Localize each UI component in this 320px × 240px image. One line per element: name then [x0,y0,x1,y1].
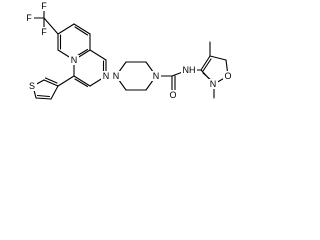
piperazine-n4-label: N [151,71,161,81]
svg-text:S: S [29,81,35,91]
svg-text:N: N [113,71,120,81]
svg-text:N: N [103,71,110,81]
svg-text:N: N [210,79,217,89]
fluorine-bottom-label: F [39,27,49,37]
fluorine-left-label: F [24,13,34,23]
piperazine-n1-label: N [111,71,121,81]
svg-text:O: O [224,71,231,81]
chemical-structure: F F F N N S N N [24,1,233,100]
naphthyridine-n1-label: N [69,55,79,65]
svg-text:N: N [71,55,78,65]
thiophene-sulfur-label: S [27,81,37,91]
atom-labels: F F F N N S N N [24,1,233,100]
fluorine-top-label: F [39,1,49,11]
isoxazole-nitrogen-label: N [208,79,218,89]
svg-text:F: F [41,1,47,11]
bonds [32,9,229,100]
amide-nh-label: NH [181,65,197,75]
svg-text:NH: NH [183,65,196,75]
svg-text:N: N [153,71,160,81]
carbonyl-oxygen-label: O [168,90,178,100]
naphthyridine-n6-label: N [101,71,111,81]
isoxazole-oxygen-label: O [223,71,233,81]
svg-text:F: F [41,27,47,37]
svg-text:O: O [169,90,176,100]
svg-text:F: F [26,13,32,23]
